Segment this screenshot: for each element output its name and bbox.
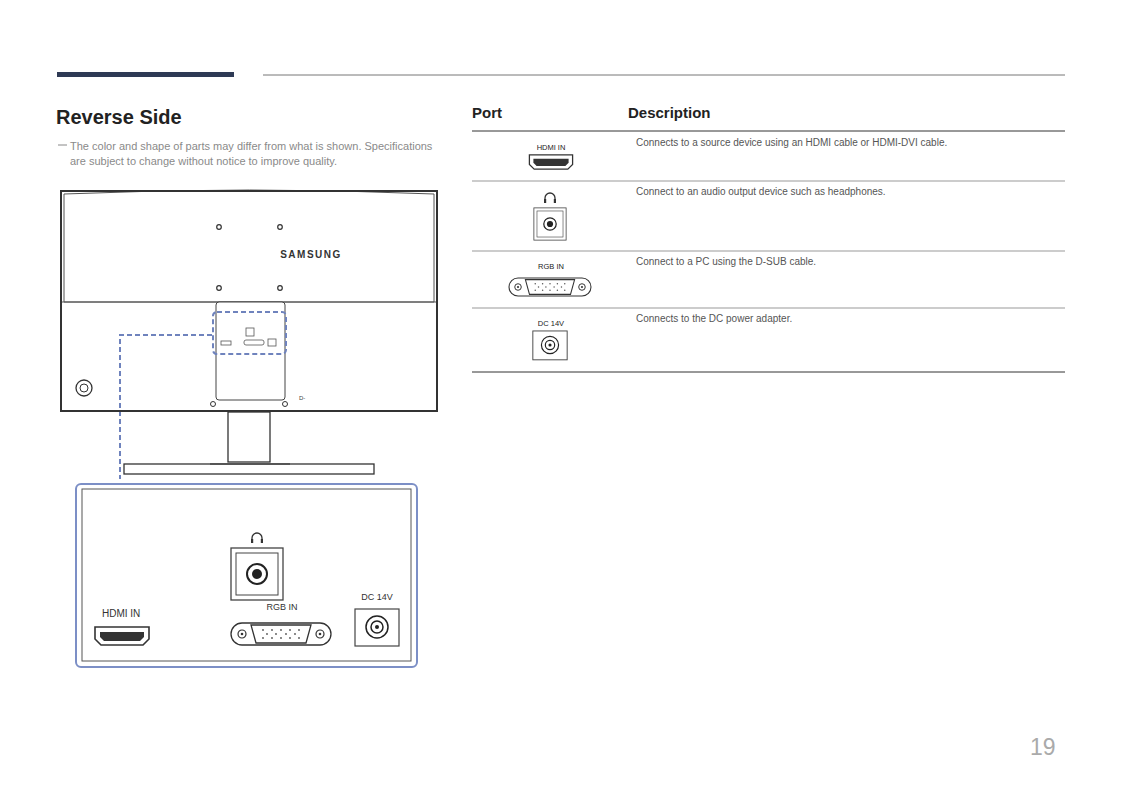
port-label: DC 14V (347, 592, 407, 603)
description: Connect to a PC using the D-SUB cable. (636, 256, 1056, 268)
column-header: Port (472, 104, 502, 122)
column-header: Description (628, 104, 711, 122)
port-label: HDMI IN (521, 143, 581, 152)
description: Connect to an audio output device such a… (636, 186, 1056, 198)
page-title: Reverse Side (56, 105, 182, 129)
port-label: RGB IN (246, 602, 318, 613)
port-label: RGB IN (521, 262, 581, 271)
page-number: 19 (1030, 734, 1056, 762)
port-label: HDMI IN (102, 608, 140, 620)
port-mark: D- (299, 395, 305, 402)
monitor-back: SAMSUNG D- (60, 190, 438, 412)
port-closeup: HDMI IN RGB IN DC 14V (75, 483, 418, 668)
description: Connects to a source device using an HDM… (636, 137, 1056, 149)
port-label: DC 14V (521, 319, 581, 328)
note: The color and shape of parts may differ … (70, 139, 442, 169)
description: Connects to the DC power adapter. (636, 313, 1056, 325)
brand-logo: SAMSUNG (211, 249, 411, 261)
